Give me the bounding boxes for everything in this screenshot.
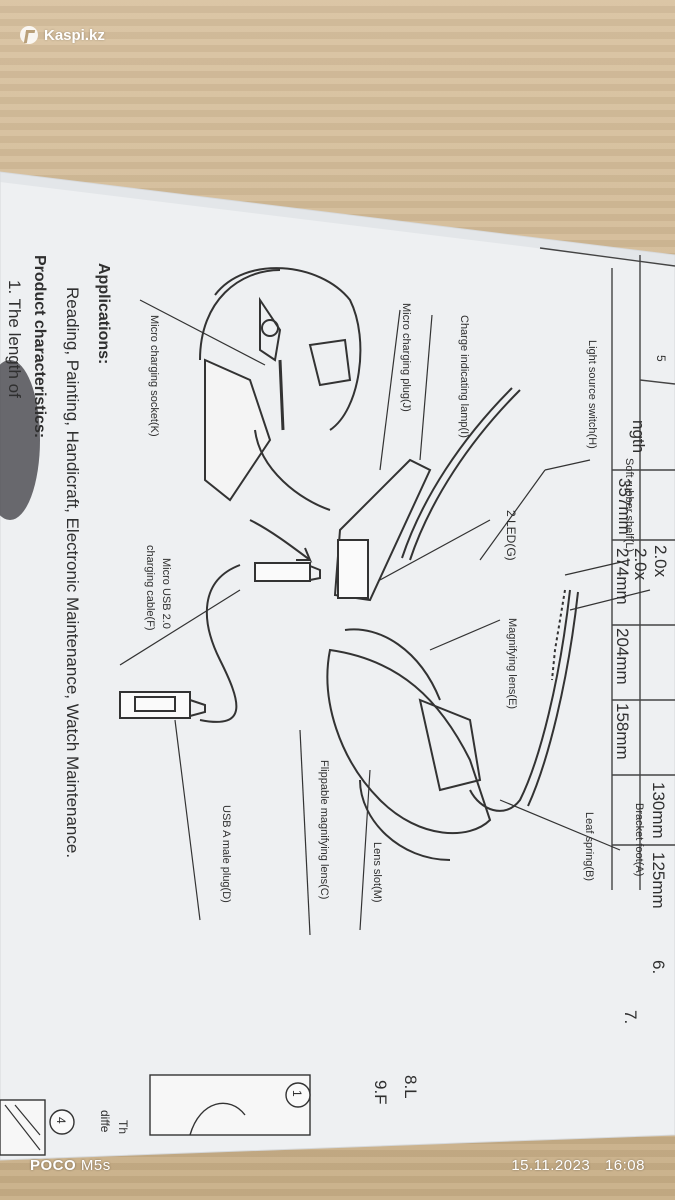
hatch-lines [4,1104,41,1151]
label-micro-charging-socket: Micro charging socket(K) [148,315,160,437]
socket-detail-circle [199,267,362,511]
step-circle-4 [49,1109,75,1135]
camera-model: M5s [80,1157,111,1174]
label-micro-usb-cable-2: charging cable(F) [144,545,156,631]
length-130: 130mm [649,782,668,839]
side-note-1: Th [116,1120,130,1135]
side-item-6: 6. [649,960,668,975]
applications-heading: Applications: [95,263,112,365]
usb-cable [119,562,321,723]
length-274: 274mm [613,548,632,605]
table-zoom-1: 2.0x [651,545,670,578]
label-magnifying-lens: Magnifying lens(E) [506,618,518,710]
applications-text: Reading, Painting, Handicraft, Electroni… [63,287,82,859]
camera-brand-name: POCO [30,1157,77,1174]
camera-time: 16:08 [604,1157,645,1174]
label-soft-rubber-shelf: Soft rubber shelf(L) [623,458,635,553]
side-item-8: 8.L [401,1075,420,1099]
circle-1-text: 1 [290,1090,304,1097]
table-row-label: ngth [629,420,648,454]
label-flippable-lens: Flippable magnifying lens(C) [318,760,330,900]
side-note-2: diffe [98,1110,112,1133]
label-bracket-foot: Bracket foot(A) [633,803,645,877]
length-204: 204mm [613,628,632,685]
paper-shadow [0,172,675,265]
label-micro-charging-plug: Micro charging plug(J) [400,303,412,412]
characteristics-item: 1. The length of [5,280,24,398]
spec-table [539,247,675,890]
kaspi-watermark: Kaspi.kz [20,26,105,44]
kaspi-logo-icon [20,26,38,44]
finger-shadow [0,360,40,520]
headset-illustration [326,387,579,861]
pointer-arrow [249,519,313,563]
label-2-led: 2 LED(G) [504,510,518,561]
table-zoom-2: 2.0x [631,548,650,581]
step-circle-1 [285,1082,311,1108]
label-light-source-switch: Light source switch(H) [586,340,598,449]
side-item-9: 9.F [371,1080,390,1105]
paper-surface [0,171,675,1161]
camera-brand: POCO M5s [30,1157,111,1174]
camera-date: 15.11.2023 [511,1157,591,1174]
label-charge-indicating-lamp: Charge indicating lamp(I) [458,315,470,438]
length-158: 158mm [613,703,632,760]
page-number: 5 [654,355,668,362]
figure-sketch [189,1102,246,1136]
camera-timestamp: 15.11.2023 16:08 [511,1157,645,1174]
label-lens-slot: Lens slot(M) [371,842,383,903]
callout-lines [119,299,651,936]
side-item-7: 7. [621,1010,640,1025]
length-125: 125mm [649,852,668,909]
label-micro-usb-cable-1: Micro USB 2.0 [160,558,172,629]
circle-4-text: 4 [54,1117,68,1124]
characteristics-heading: Product characteristics: [31,255,48,439]
watermark-text: Kaspi.kz [44,26,105,44]
label-leaf-spring: Leaf spring(B) [583,812,595,882]
label-usb-plug: USB A male plug(D) [220,805,232,903]
